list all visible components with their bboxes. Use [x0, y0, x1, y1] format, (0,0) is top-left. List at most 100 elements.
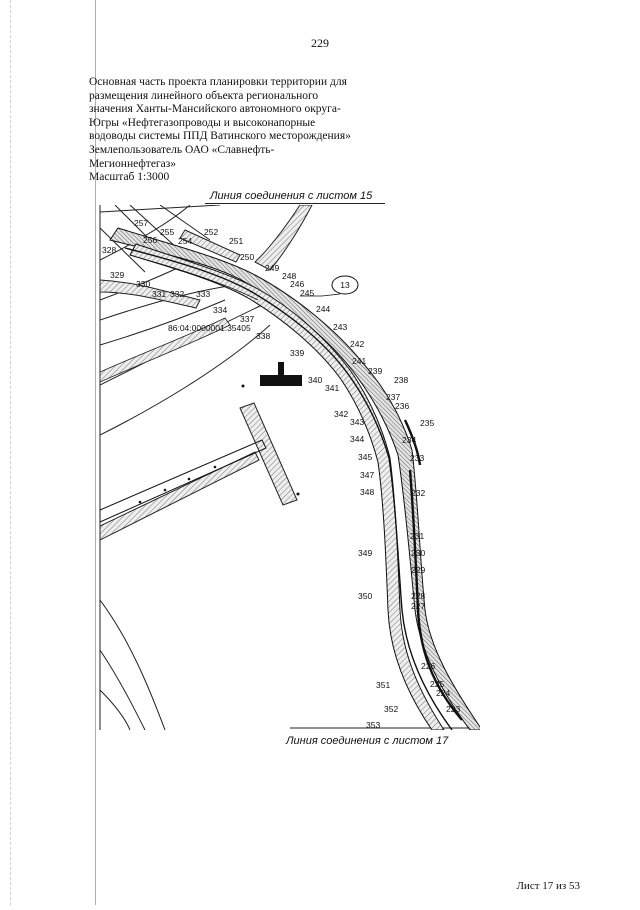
point-label: 332 [170, 289, 184, 299]
page-number: 229 [311, 36, 329, 50]
page-margin-dashed-rule [10, 0, 11, 905]
point-label: 249 [265, 263, 279, 273]
point-label: 256 [143, 235, 157, 245]
point-label: 226 [421, 661, 435, 671]
page-margin-rule [95, 0, 96, 905]
callout-leader [321, 293, 341, 297]
road-diagonal-lower [100, 451, 260, 541]
point-label: 330 [136, 279, 150, 289]
point-label: 232 [411, 488, 425, 498]
sheet-counter: Лист 17 из 53 [516, 880, 580, 892]
point-label: 229 [411, 565, 425, 575]
point-label: 242 [350, 339, 364, 349]
pipeline-line [403, 419, 422, 466]
road-left-branch [100, 279, 201, 309]
point-label: 246 [290, 279, 304, 289]
title-line: Основная часть проекта планировки террит… [89, 76, 347, 88]
point-label: 238 [394, 375, 408, 385]
point-label: 342 [334, 409, 348, 419]
pipeline-line [139, 257, 259, 301]
point-label: 245 [300, 288, 314, 298]
survey-dot [241, 384, 245, 388]
road-upper-right [254, 205, 313, 271]
callout-label: 13 [340, 280, 350, 290]
point-label: 251 [229, 236, 243, 246]
point-label: 257 [134, 218, 148, 228]
point-label: 244 [316, 304, 330, 314]
title-line: значения Ханты-Мансийского автономного о… [89, 103, 341, 116]
point-label: 237 [386, 392, 400, 402]
point-label: 343 [350, 417, 364, 427]
point-label: 340 [308, 375, 322, 385]
point-label: 351 [376, 680, 390, 690]
boundary-line [100, 299, 226, 346]
point-label: 333 [196, 289, 210, 299]
point-label: 347 [360, 470, 374, 480]
title-line: водоводы системы ППД Ватинского месторож… [89, 130, 351, 143]
marker-stem [278, 362, 284, 375]
point-label: 348 [360, 487, 374, 497]
pipeline-line [408, 469, 463, 721]
point-label: 328 [102, 245, 116, 255]
point-label: 227 [411, 601, 425, 611]
point-label: 243 [333, 322, 347, 332]
title-block: Основная часть проекта планировки террит… [89, 76, 359, 185]
title-line: Югры «Нефтегазопроводы и высоконапорные [89, 116, 316, 129]
title-line: размещения линейного объекта регионально… [89, 89, 319, 102]
point-label: 228 [411, 591, 425, 601]
map-caption-bottom: Линия соединения с листом 17 [286, 735, 449, 747]
cadastral-number: 86:04:0000001:35405 [168, 323, 251, 333]
road-t-stem [239, 402, 298, 506]
point-label: 329 [110, 270, 124, 280]
title-line: Землепользователь ОАО «Славнефть- [89, 143, 275, 156]
point-label: 254 [178, 236, 192, 246]
point-label: 241 [352, 356, 366, 366]
boundary-line [100, 205, 221, 213]
boundary-line [100, 649, 146, 730]
survey-dot [187, 477, 191, 481]
point-labels: 257 255 256 254 252 251 250 249 248 246 … [102, 218, 460, 730]
point-label: 239 [368, 366, 382, 376]
boundary-line [100, 227, 146, 273]
marker-block [260, 375, 302, 386]
pipeline-axis [124, 247, 453, 730]
point-label: 225 [430, 679, 444, 689]
boundary-line [159, 205, 211, 241]
callout-circle [331, 275, 359, 295]
survey-dot [163, 488, 167, 492]
scale-label: Масштаб 1:3000 [89, 171, 170, 184]
boundary-line [100, 205, 191, 261]
point-label: 230 [411, 548, 425, 558]
point-label: 353 [366, 720, 380, 730]
point-label: 334 [213, 305, 227, 315]
point-label: 338 [256, 331, 270, 341]
point-label: 255 [160, 227, 174, 237]
pipeline-corridor-inner [129, 243, 445, 730]
point-label: 337 [240, 314, 254, 324]
point-label: 349 [358, 548, 372, 558]
point-label: 224 [436, 688, 450, 698]
survey-dot [138, 500, 142, 504]
boundary-line [100, 324, 271, 436]
map-caption-top: Линия соединения с листом 15 [210, 190, 373, 202]
point-label: 248 [282, 271, 296, 281]
point-label: 250 [240, 252, 254, 262]
point-label: 331 [152, 289, 166, 299]
point-label: 341 [325, 383, 339, 393]
survey-dot [213, 465, 217, 469]
point-label: 234 [402, 435, 416, 445]
survey-dot [296, 492, 300, 496]
structure-plot [179, 229, 241, 263]
point-label: 231 [410, 531, 424, 541]
point-label: 345 [358, 452, 372, 462]
point-label: 352 [384, 704, 398, 714]
point-label: 235 [420, 418, 434, 428]
point-label: 350 [358, 591, 372, 601]
boundary-line [100, 599, 166, 730]
point-label: 233 [410, 453, 424, 463]
point-label: 252 [204, 227, 218, 237]
point-label: 339 [290, 348, 304, 358]
road-left-lower [100, 317, 231, 383]
